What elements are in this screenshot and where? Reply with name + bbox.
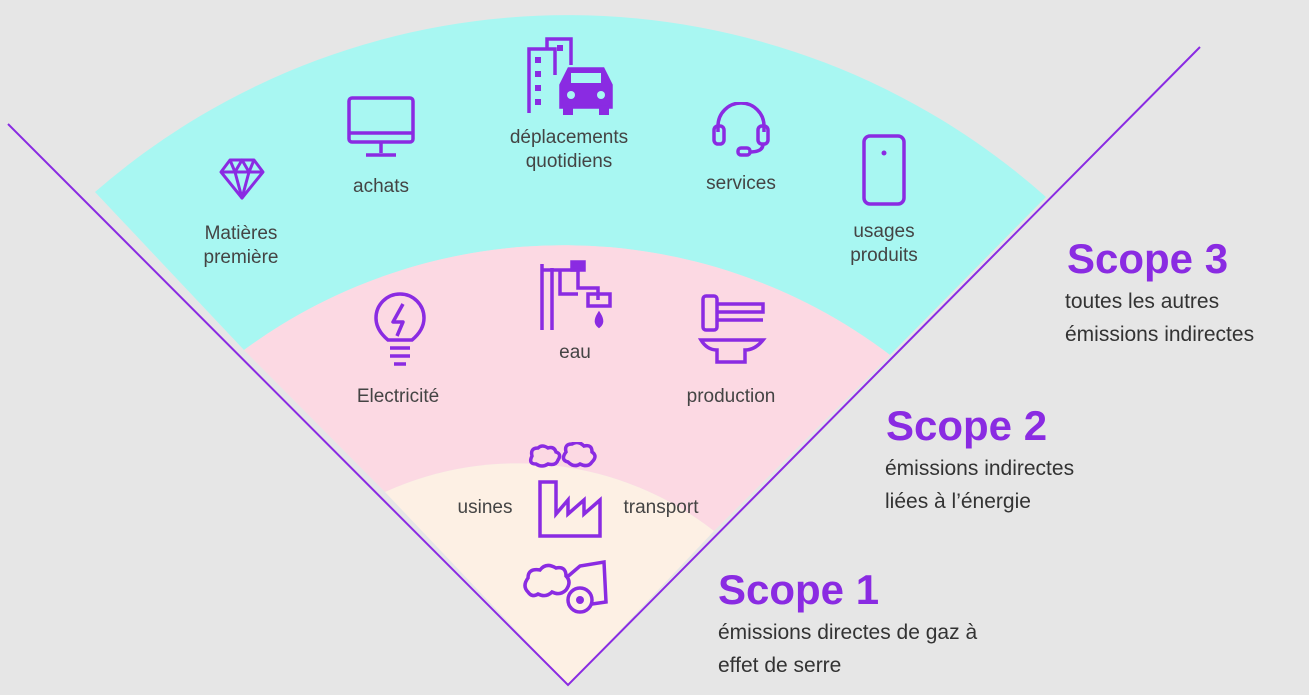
- anvil-icon: [697, 294, 767, 364]
- label-eau: eau: [559, 342, 591, 363]
- scope3-band: [95, 15, 1046, 355]
- headset-icon: [712, 102, 770, 157]
- building-car-icon: [527, 37, 613, 115]
- scope1-description: émissions directes de gaz à effet de ser…: [718, 621, 978, 677]
- scope3-description: toutes les autres émissions indirectes: [1065, 290, 1255, 346]
- label-services: services: [706, 173, 776, 194]
- scope3-title: Scope 3: [1067, 235, 1229, 282]
- lightbulb-icon: [374, 292, 426, 366]
- label-achats: achats: [353, 176, 409, 197]
- scope2-description: émissions indirectes liées à l’énergie: [885, 457, 1075, 513]
- factory-icon: [528, 442, 602, 538]
- monitor-icon: [347, 96, 415, 157]
- label-electricite: Electricité: [356, 386, 440, 407]
- label-deplacements-quotidiens: déplacements quotidiens: [509, 127, 629, 172]
- label-matieres-premiere: Matières première: [203, 223, 279, 268]
- truck-exhaust-icon: [523, 559, 608, 614]
- scope1-title: Scope 1: [718, 566, 880, 613]
- scope2-band: [244, 245, 890, 532]
- label-usines: usines: [457, 497, 513, 518]
- funnel-outline: [7, 46, 1201, 687]
- label-production: production: [686, 386, 776, 407]
- smartphone-icon: [862, 134, 906, 206]
- label-usages-produits: usages produits: [850, 221, 918, 266]
- faucet-icon: [540, 260, 612, 330]
- diamond-icon: [219, 158, 265, 200]
- label-transport: transport: [623, 497, 699, 518]
- scope1-band: [385, 463, 714, 685]
- scope2-title: Scope 2: [886, 402, 1048, 449]
